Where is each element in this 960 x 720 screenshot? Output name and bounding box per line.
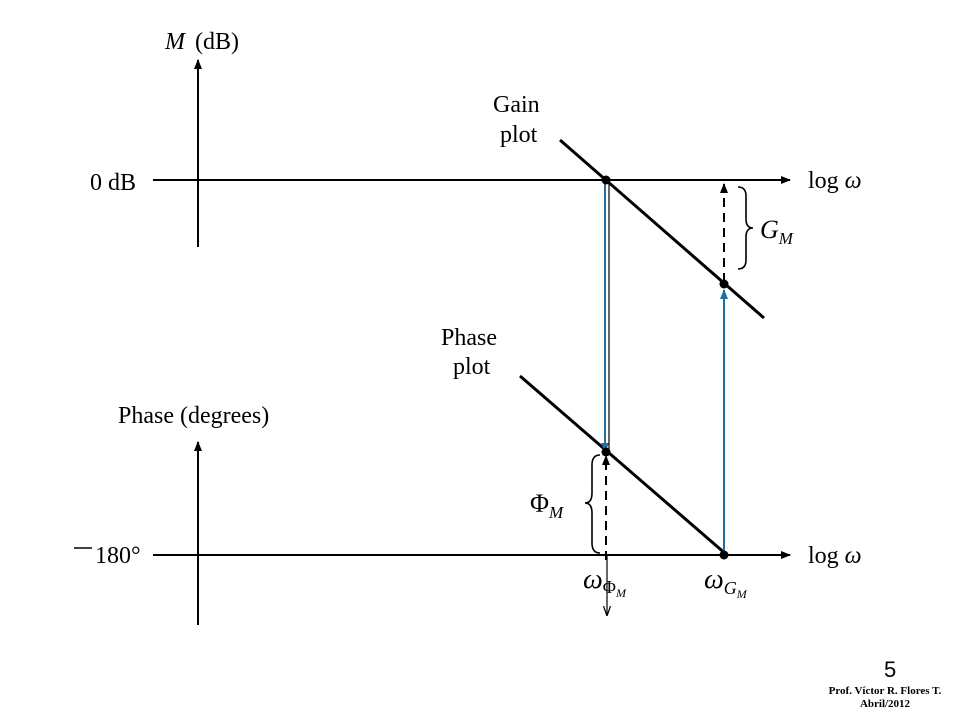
zero-db-label: 0 dB [90,170,136,196]
footer-date: Abril/2012 [859,698,911,710]
minus-180-label: 180° [95,543,141,569]
phase-axis-label: Phase (degrees) [118,403,269,429]
gain-crossover-point [601,175,611,185]
phase-plot-label-line2: plot [453,354,491,380]
phase-crossover-point [719,550,729,560]
page-number: 5 [884,657,897,682]
log-omega-top-label: log ω [808,168,862,194]
gain-plot-line [559,138,765,320]
log-omega-bottom-label: log ω [808,543,862,569]
footer-author: Prof. Víctor R. Flores T. [828,685,942,697]
omega-phase-margin-label: ωΦM [583,564,627,600]
phase-at-gain-crossover-point [601,447,611,457]
gain-at-phase-crossover-point [719,279,729,289]
phase-plot-label-line1: Phase [441,325,497,351]
phase-plot-line [519,374,728,557]
gain-margin-label: GM [760,215,794,248]
magnitude-axis-label: M (dB) [164,29,239,55]
gain-plot-label-line2: plot [500,122,538,148]
gain-plot-label-line1: Gain [493,92,540,118]
phase-margin-brace [584,454,601,554]
phase-margin-label: ΦM [530,489,564,522]
omega-gain-margin-label: ωGM [704,564,748,601]
footer-credit: Prof. Víctor R. Flores T. Abril/2012 [820,685,950,711]
gain-margin-brace [737,186,754,270]
